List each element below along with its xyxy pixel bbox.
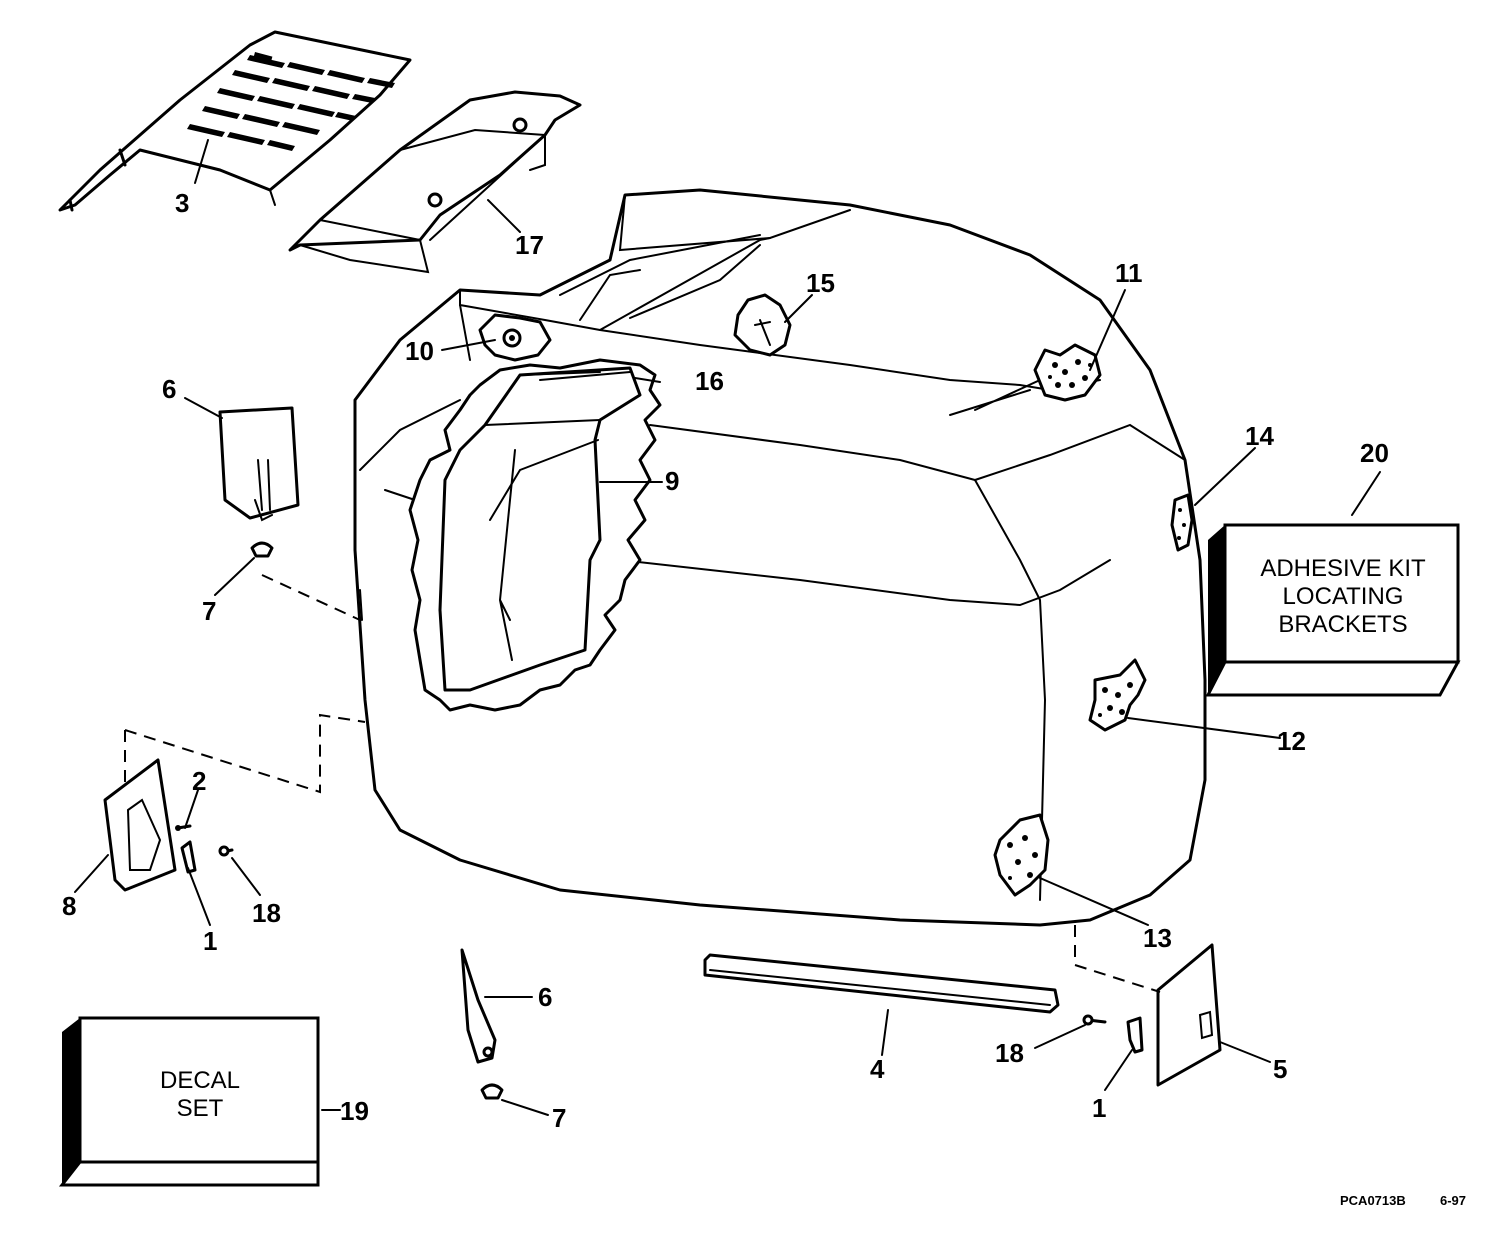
callout-8: 8	[62, 891, 76, 921]
box-20-adhesive-kit: ADHESIVE KIT LOCATING BRACKETS	[1205, 523, 1461, 697]
callout-1-right: 1	[1092, 1093, 1106, 1123]
callout-3: 3	[175, 188, 189, 218]
part-3-grille-cover	[58, 30, 412, 212]
adhesive-kit-line-2: LOCATING	[1283, 583, 1404, 610]
callout-6-lower: 6	[538, 982, 552, 1012]
part-18-screw-right	[1082, 1014, 1107, 1026]
cowling-cutaway	[408, 358, 662, 712]
drawing-code: PCA0713B	[1340, 1193, 1406, 1208]
part-7-plug-lower	[480, 1083, 504, 1100]
callout-6-upper: 6	[162, 374, 176, 404]
drawing-footer: PCA0713B 6-97	[1340, 1193, 1466, 1208]
callout-12: 12	[1277, 726, 1306, 756]
decal-set-line-2: SET	[177, 1095, 224, 1122]
part-12-adhesive-pad	[1088, 658, 1147, 732]
part-4-seal-strip	[703, 953, 1060, 1014]
callout-15: 15	[806, 268, 835, 298]
callout-18-left: 18	[252, 898, 281, 928]
callout-9: 9	[665, 466, 679, 496]
part-17-top-trim	[288, 90, 582, 274]
adhesive-kit-line-3: BRACKETS	[1278, 611, 1407, 638]
part-15-fastener	[733, 293, 792, 357]
part-1-latch-right	[1126, 1016, 1144, 1054]
callout-20: 20	[1360, 438, 1389, 468]
callout-labels: 3 17 15 11 10 16 6 9 14 20 7 12 2 8 18 1…	[62, 188, 1389, 1133]
box-19-decal-set: DECAL SET	[58, 1016, 320, 1187]
callout-17: 17	[515, 230, 544, 260]
part-2-screw	[175, 824, 192, 831]
callout-13: 13	[1143, 923, 1172, 953]
callout-7-lower: 7	[552, 1103, 566, 1133]
part-18-screw-left	[218, 845, 234, 857]
callout-11: 11	[1115, 258, 1143, 288]
drawing-date: 6-97	[1440, 1193, 1466, 1208]
callout-19: 19	[340, 1096, 369, 1126]
callout-7-upper: 7	[202, 596, 216, 626]
part-8-side-bracket	[103, 758, 177, 892]
part-7-plug-upper	[250, 541, 274, 558]
grille-slots	[187, 51, 395, 151]
callout-2: 2	[192, 766, 206, 796]
callout-5: 5	[1273, 1054, 1287, 1084]
leader-lines	[74, 139, 1381, 1116]
callout-4: 4	[870, 1054, 885, 1084]
callout-16: 16	[695, 366, 724, 396]
callout-1-left: 1	[203, 926, 217, 956]
callout-10: 10	[405, 336, 434, 366]
part-5-side-bracket	[1156, 943, 1222, 1087]
part-1-latch-left	[180, 840, 197, 874]
callout-18-right: 18	[995, 1038, 1024, 1068]
adhesive-kit-line-1: ADHESIVE KIT	[1260, 555, 1426, 582]
part-10-grommet	[478, 313, 552, 362]
assembly-dashed-lines	[124, 574, 1161, 993]
part-6-bracket-lower	[460, 948, 497, 1064]
part-14-adhesive-pad	[1170, 493, 1194, 552]
decal-set-line-1: DECAL	[160, 1067, 240, 1094]
callout-14: 14	[1245, 421, 1274, 451]
part-11-adhesive-pad	[1033, 343, 1102, 402]
part-6-bracket-upper	[218, 406, 300, 522]
part-13-adhesive-pad	[993, 813, 1050, 897]
